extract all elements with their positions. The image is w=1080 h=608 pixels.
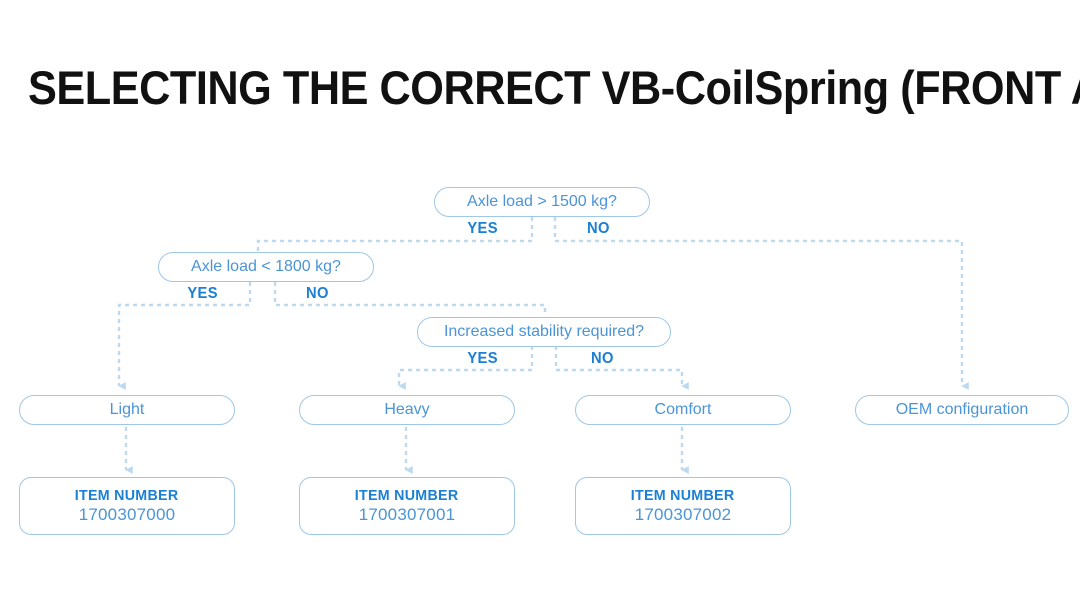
result-node-heavy[interactable]: Heavy	[299, 395, 515, 425]
branch-label-d2-no: NO	[305, 285, 329, 302]
item-number-box-comfort[interactable]: ITEM NUMBER 1700307002	[575, 477, 791, 535]
result-node-comfort[interactable]: Comfort	[575, 395, 791, 425]
decision-label: Increased stability required?	[443, 323, 645, 340]
edge-d2-yes	[117, 282, 252, 390]
branch-label-d1-no: NO	[586, 220, 610, 237]
branch-label-d1-yes: YES	[467, 220, 498, 237]
decision-label: Axle load > 1500 kg?	[467, 193, 617, 210]
result-label: OEM configuration	[895, 401, 1029, 418]
branch-label-d3-yes: YES	[467, 350, 498, 367]
branch-label-d3-no: NO	[590, 350, 614, 367]
result-node-light[interactable]: Light	[19, 395, 235, 425]
edge-d2-no	[273, 282, 547, 316]
result-label: Comfort	[654, 401, 712, 418]
edge-d1-no	[553, 217, 969, 390]
item-number-label: ITEM NUMBER	[75, 487, 179, 504]
item-number-value: 1700307000	[78, 505, 176, 524]
decision-node-axle-load-1500[interactable]: Axle load > 1500 kg?	[434, 187, 650, 217]
item-number-box-light[interactable]: ITEM NUMBER 1700307000	[19, 477, 235, 535]
item-number-label: ITEM NUMBER	[631, 487, 735, 504]
item-number-label: ITEM NUMBER	[355, 487, 459, 504]
item-number-value: 1700307002	[634, 505, 732, 524]
branch-label-d2-yes: YES	[187, 285, 218, 302]
item-number-box-heavy[interactable]: ITEM NUMBER 1700307001	[299, 477, 515, 535]
decision-label: Axle load < 1800 kg?	[191, 258, 341, 275]
result-label: Heavy	[384, 401, 430, 418]
result-node-oem-configuration[interactable]: OEM configuration	[855, 395, 1069, 425]
item-number-value: 1700307001	[358, 505, 456, 524]
decision-node-increased-stability[interactable]: Increased stability required?	[417, 317, 671, 347]
decision-node-axle-load-1800[interactable]: Axle load < 1800 kg?	[158, 252, 374, 282]
edge-d3-yes	[397, 346, 534, 390]
result-label: Light	[109, 401, 145, 418]
edge-d1-yes	[256, 217, 534, 251]
edge-d3-no	[554, 346, 689, 390]
page-title: SELECTING THE CORRECT VB-CoilSpring (FRO…	[28, 61, 1080, 114]
